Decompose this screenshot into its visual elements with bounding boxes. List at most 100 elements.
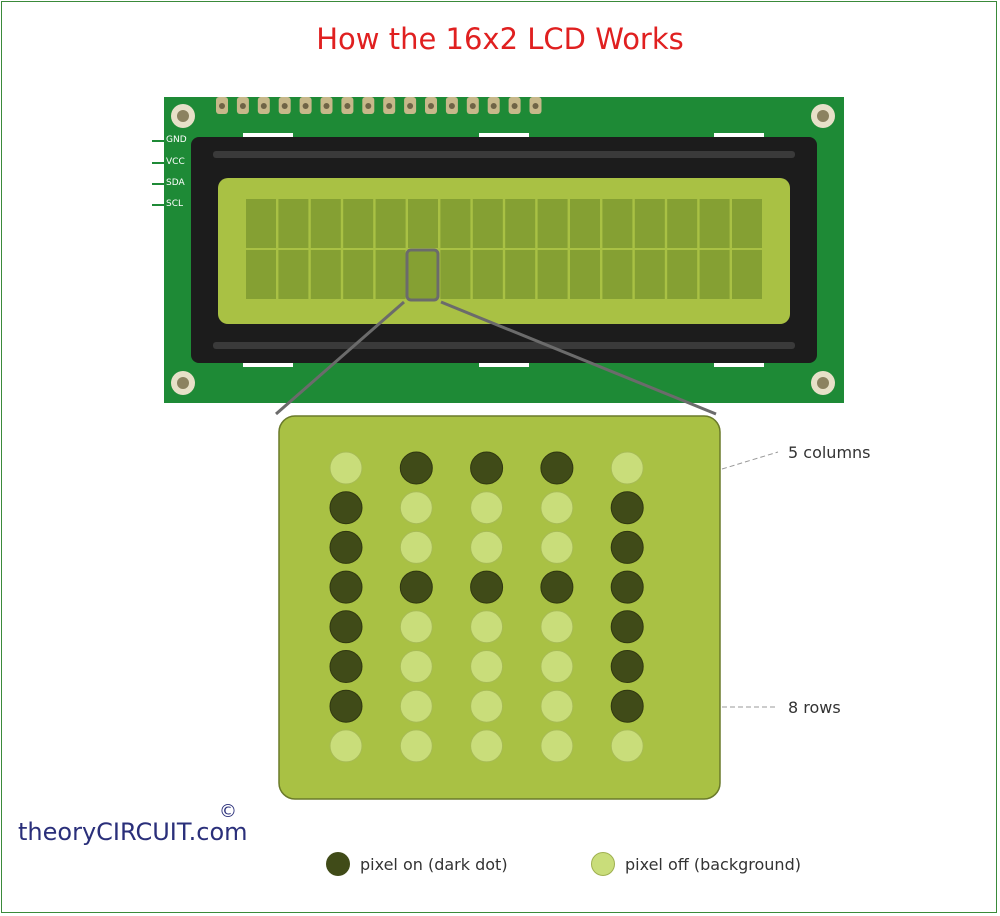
copyright-symbol: © — [219, 801, 237, 822]
brand-suffix: .com — [188, 818, 248, 846]
header-pin — [529, 97, 542, 114]
character-cell — [278, 199, 309, 248]
character-cell — [602, 199, 633, 248]
character-cell — [440, 199, 471, 248]
pixel-on — [470, 451, 504, 485]
character-cell — [570, 250, 600, 299]
pixel-on — [329, 650, 363, 683]
pixel-off — [540, 729, 574, 763]
character-cell — [408, 199, 438, 248]
bezel-groove-top — [213, 151, 795, 158]
character-cell — [343, 250, 374, 299]
header-pin — [236, 97, 249, 114]
legend-swatch-on — [326, 852, 350, 876]
pixel-off — [540, 650, 574, 683]
pixel-off — [399, 530, 433, 564]
pixel-off — [610, 451, 644, 485]
character-cell — [375, 250, 406, 299]
character-cell — [375, 199, 406, 248]
character-cell — [440, 250, 471, 299]
pixel-on — [610, 610, 644, 644]
character-cell — [343, 199, 374, 248]
pixel-off — [540, 530, 574, 564]
pixel-off — [399, 650, 433, 683]
pixel-on — [610, 530, 644, 564]
character-cell — [246, 250, 276, 299]
header-pin — [278, 97, 291, 114]
legend-swatch-off — [591, 852, 615, 876]
pixel-off — [399, 689, 433, 723]
header-pins — [216, 97, 542, 114]
pixel-off — [540, 689, 574, 723]
character-cell — [537, 250, 568, 299]
brand-highlight: CIRCUIT — [96, 818, 189, 846]
character-cell — [570, 199, 600, 248]
character-cell — [505, 250, 536, 299]
pixel-off — [470, 650, 504, 683]
pixel-on — [610, 570, 644, 604]
legend-item-on: pixel on (dark dot) — [326, 852, 508, 876]
character-cell — [278, 250, 309, 299]
character-cell — [699, 199, 730, 248]
pixel-off — [399, 491, 433, 525]
header-pin — [299, 97, 312, 114]
columns-callout-line — [721, 451, 779, 470]
header-pin — [508, 97, 521, 114]
header-pin — [362, 97, 375, 114]
pixel-off — [329, 729, 363, 763]
pixel-on — [329, 570, 363, 604]
pin-label-scl: SCL — [166, 199, 184, 209]
pixel-on — [329, 610, 363, 644]
character-cell — [537, 199, 568, 248]
character-cell — [667, 199, 698, 248]
brand-prefix: theory — [18, 818, 97, 846]
pixel-off — [470, 689, 504, 723]
character-cell — [699, 250, 730, 299]
side-connectors — [152, 140, 164, 206]
zoom-line-right — [440, 300, 717, 416]
header-pin — [257, 97, 270, 114]
pixel-on — [470, 570, 504, 604]
header-pin — [341, 97, 354, 114]
pixel-off — [470, 610, 504, 644]
header-pin — [404, 97, 417, 114]
mounting-holes — [171, 104, 835, 395]
character-cell — [505, 199, 536, 248]
pixel-on — [610, 491, 644, 525]
pixel-off — [540, 610, 574, 644]
character-cell — [602, 250, 633, 299]
character-cell — [310, 250, 341, 299]
pixel-off — [399, 610, 433, 644]
pixel-on — [399, 570, 433, 604]
character-cell — [732, 250, 762, 299]
zoom-line-left — [275, 300, 405, 416]
selected-cell-highlight — [405, 248, 440, 302]
legend-label-on: pixel on (dark dot) — [360, 854, 508, 874]
header-pin — [445, 97, 458, 114]
header-pin — [425, 97, 437, 114]
rows-label: 8 rows — [788, 698, 841, 717]
character-cell — [310, 199, 341, 248]
character-cell — [408, 250, 438, 299]
diagram-title: How the 16x2 LCD Works — [316, 22, 684, 56]
magnified-character-cell — [278, 415, 721, 800]
pixel-on — [329, 530, 363, 564]
pixel-on — [540, 451, 574, 485]
character-cell — [667, 250, 698, 299]
pixel-on — [610, 689, 644, 723]
character-cells — [246, 199, 762, 299]
pixel-off — [540, 491, 574, 525]
character-cell — [472, 199, 503, 248]
header-pin — [216, 97, 228, 114]
brand-logo: theoryCIRCUIT.com — [18, 818, 248, 846]
character-cell — [246, 199, 276, 248]
pin-label-vcc: VCC — [166, 157, 185, 167]
pixel-off — [399, 729, 433, 763]
header-pin — [487, 97, 500, 114]
header-pin — [383, 97, 396, 114]
character-cell — [634, 250, 665, 299]
pixel-off — [470, 491, 504, 525]
legend-label-off: pixel off (background) — [625, 854, 801, 874]
pixel-off — [329, 451, 363, 485]
